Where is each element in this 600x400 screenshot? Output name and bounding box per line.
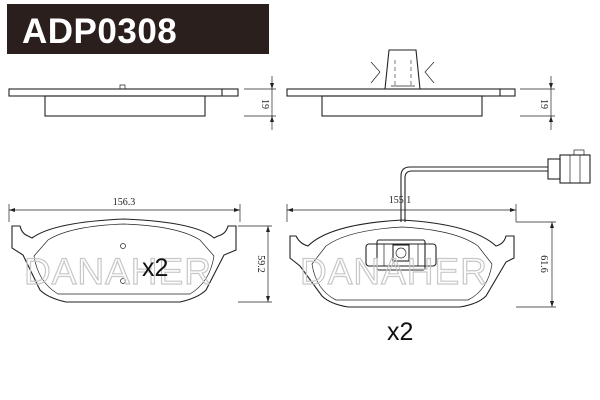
watermark-left: DANAHER bbox=[24, 251, 212, 292]
watermark-right: DANAHER bbox=[300, 251, 488, 292]
part-number: ADP0308 bbox=[22, 12, 178, 51]
left-height-dim: 59.2 bbox=[255, 255, 266, 273]
left-side-view: 19 bbox=[8, 76, 276, 130]
right-pad-front-view: 155.1 DANAHER 61.6 x2 bbox=[286, 149, 591, 346]
right-height-dim: 61.6 bbox=[538, 255, 549, 273]
right-side-view: 19 bbox=[286, 49, 555, 130]
left-pad-front-view: 156.3 DANAHER 59.2 x2 bbox=[8, 197, 272, 303]
right-quantity: x2 bbox=[387, 318, 413, 346]
right-thickness-dim: 19 bbox=[538, 99, 549, 109]
left-quantity: x2 bbox=[142, 254, 168, 282]
left-thickness-dim: 19 bbox=[259, 99, 270, 109]
part-number-banner: ADP0308 bbox=[7, 4, 269, 54]
left-width-dim: 156.3 bbox=[113, 197, 136, 208]
right-width-dim: 155.1 bbox=[389, 195, 412, 206]
